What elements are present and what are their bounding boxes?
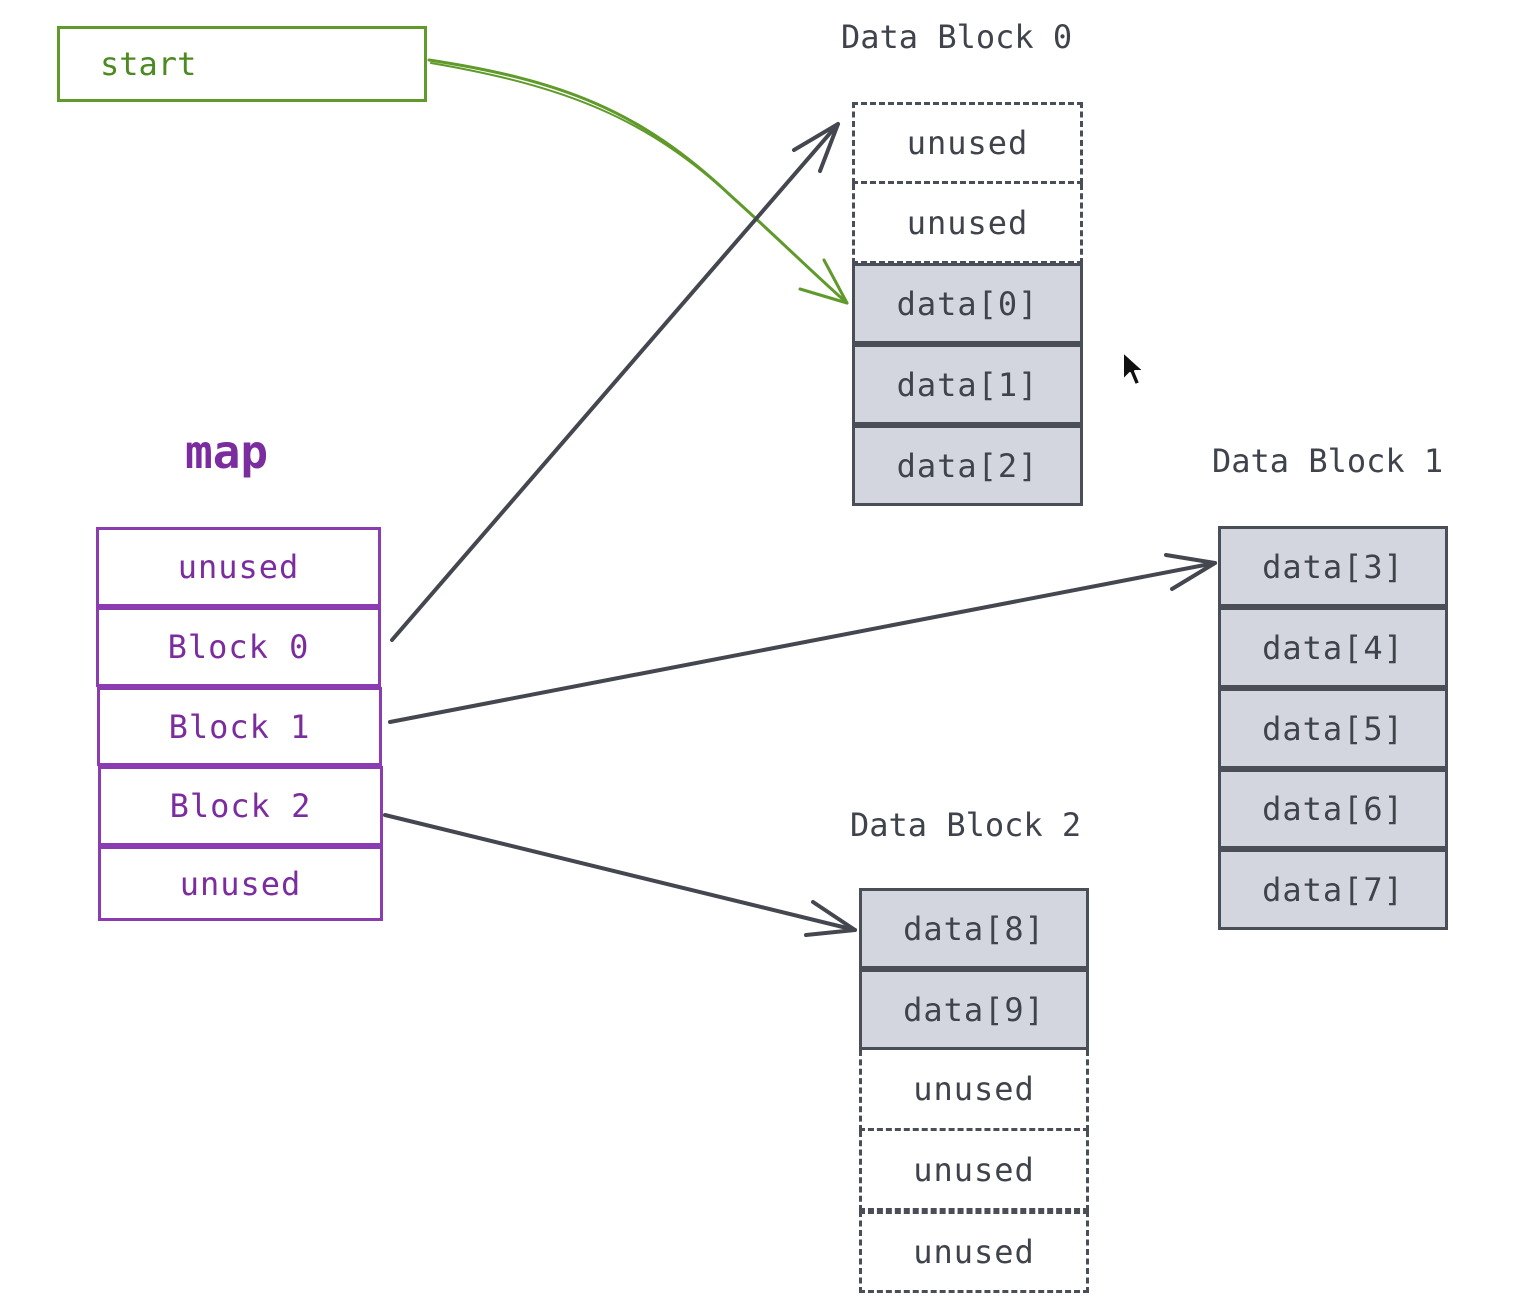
- start-box: start: [57, 26, 427, 102]
- arrow-start-to-data-0-alt: [430, 62, 846, 302]
- arrowhead-block-0: [792, 122, 840, 173]
- data-block-1-cell-data-6: data[6]: [1218, 769, 1448, 849]
- map-cell-block-2: Block 2: [98, 766, 383, 846]
- data-block-0-title: Data Block 0: [841, 18, 1073, 56]
- map-cell-unused-bottom: unused: [98, 846, 383, 921]
- data-block-2-cell-unused-2: unused: [859, 1131, 1089, 1211]
- data-block-1-cell-data-5: data[5]: [1218, 688, 1448, 769]
- arrowhead-start-to-data-0: [798, 258, 849, 305]
- data-block-0-cell-data-2: data[2]: [852, 425, 1083, 506]
- map-cell-block-0: Block 0: [96, 607, 381, 687]
- data-block-2-cell-data-9: data[9]: [859, 969, 1089, 1050]
- data-block-1-title: Data Block 1: [1212, 442, 1444, 480]
- arrow-block-1-to-data-block-1: [388, 561, 1217, 724]
- data-block-2-title: Data Block 2: [850, 806, 1082, 844]
- data-block-0-cell-unused-1: unused: [852, 102, 1083, 184]
- start-label: start: [100, 45, 197, 83]
- arrow-start-to-data-0: [427, 58, 849, 305]
- arrowhead-block-2: [804, 900, 857, 937]
- mouse-cursor-icon: [1122, 351, 1145, 386]
- data-block-2-cell-data-8: data[8]: [859, 888, 1089, 969]
- data-block-0-cell-data-0: data[0]: [852, 263, 1083, 344]
- data-block-1-cell-data-4: data[4]: [1218, 607, 1448, 688]
- data-block-0-cell-unused-2: unused: [852, 184, 1083, 264]
- arrow-block-2-to-data-block-2: [383, 813, 857, 932]
- map-cell-block-1: Block 1: [97, 687, 382, 766]
- arrow-block-0-to-data-block-0: [390, 122, 840, 642]
- data-block-1-cell-data-3: data[3]: [1218, 526, 1448, 607]
- data-block-1-cell-data-7: data[7]: [1218, 849, 1448, 930]
- data-block-0-cell-data-1: data[1]: [852, 344, 1083, 425]
- map-cell-unused-top: unused: [96, 527, 381, 607]
- arrowhead-block-1: [1164, 553, 1217, 591]
- data-block-2-cell-unused-1: unused: [859, 1050, 1089, 1131]
- data-block-2-cell-unused-3: unused: [859, 1211, 1089, 1293]
- map-title: map: [185, 425, 269, 479]
